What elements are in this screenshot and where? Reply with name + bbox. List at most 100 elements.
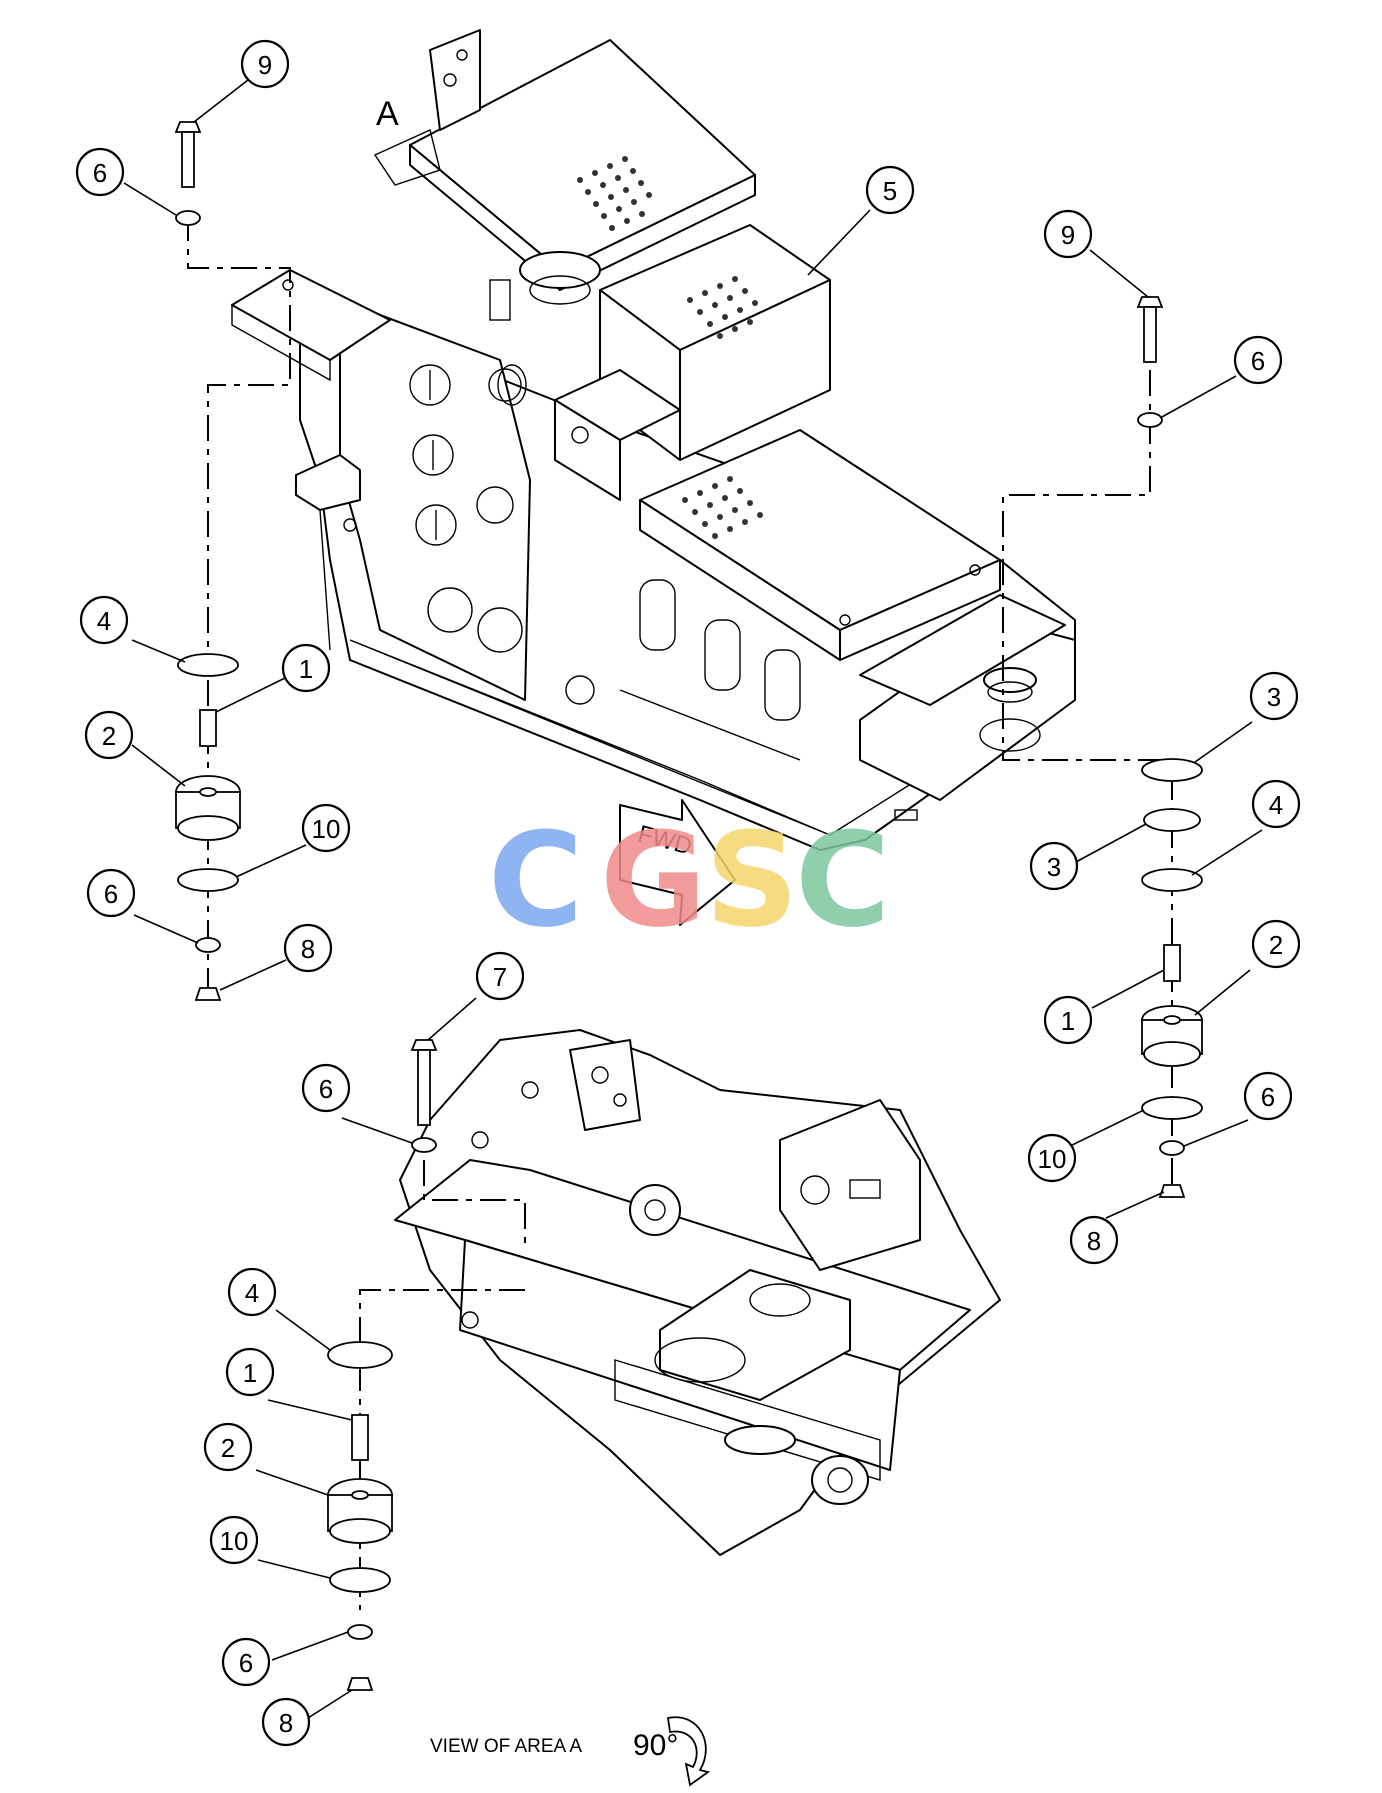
watermark-letter-3: S xyxy=(705,804,799,956)
callout-number: 2 xyxy=(102,721,116,751)
callout-number: 5 xyxy=(883,176,897,206)
callout-number: 8 xyxy=(279,1708,293,1738)
callout-number: 10 xyxy=(220,1526,249,1556)
leader-lines xyxy=(123,79,1263,1719)
callout-10-left: 10 xyxy=(301,803,351,853)
upper-box-c xyxy=(639,429,1001,661)
bolt-top-left xyxy=(174,121,202,188)
callout-circle xyxy=(301,803,351,853)
callout-number: 9 xyxy=(258,50,272,80)
callout-8-right: 8 xyxy=(1069,1215,1119,1265)
callout-number: 6 xyxy=(93,158,107,188)
callout-8-bottom: 8 xyxy=(261,1697,311,1747)
washer-right-10 xyxy=(1141,1096,1203,1120)
callout-3-right-b: 3 xyxy=(1029,841,1079,891)
callout-number: 4 xyxy=(1269,790,1283,820)
area-a-marker: A xyxy=(376,95,399,133)
bolt-right xyxy=(1136,296,1164,363)
callout-number: 9 xyxy=(1061,220,1075,250)
callout-circle xyxy=(1243,1071,1293,1121)
callout-number: 1 xyxy=(1061,1006,1075,1036)
callout-6-top-left: 6 xyxy=(75,147,125,197)
washer-right-3a xyxy=(1141,758,1203,782)
callout-number: 6 xyxy=(239,1648,253,1678)
vent-grille-b xyxy=(687,276,758,339)
rotation-label: 90° xyxy=(633,1729,678,1762)
callout-circle xyxy=(1043,995,1093,1045)
callout-circle xyxy=(86,868,136,918)
spacer-left xyxy=(199,709,217,747)
fasteners xyxy=(174,121,1203,1691)
nut-right xyxy=(1158,1184,1186,1198)
callout-number: 4 xyxy=(97,606,111,636)
callout-number: 8 xyxy=(301,934,315,964)
vent-grille-c xyxy=(682,476,763,539)
washer-right-6 xyxy=(1137,412,1163,428)
callout-number: 2 xyxy=(221,1433,235,1463)
callout-6-right-low: 6 xyxy=(1243,1071,1293,1121)
washer-bottom-6 xyxy=(347,1624,373,1640)
callout-number: 10 xyxy=(312,814,341,844)
rotation-arrow-icon xyxy=(666,1716,711,1787)
callout-6-mid: 6 xyxy=(301,1063,351,1113)
callout-5: 5 xyxy=(865,165,915,215)
callout-4-left: 4 xyxy=(79,595,129,645)
mount-right xyxy=(1141,1005,1203,1067)
callout-circle xyxy=(1069,1215,1119,1265)
washer-left-4 xyxy=(177,653,239,677)
callout-6-bottom: 6 xyxy=(221,1637,271,1687)
callout-number: 6 xyxy=(1261,1082,1275,1112)
callout-number: 2 xyxy=(1269,930,1283,960)
watermark-letter-1: C xyxy=(488,804,583,956)
mount-left xyxy=(175,775,241,841)
callout-circle xyxy=(227,1267,277,1317)
callout-4-bottom: 4 xyxy=(227,1267,277,1317)
washer-bottom-4 xyxy=(327,1341,393,1369)
washer-bottom-10 xyxy=(329,1567,391,1593)
view-caption: VIEW OF AREA A xyxy=(430,1736,582,1757)
callout-circle xyxy=(203,1422,253,1472)
callout-circle xyxy=(1251,779,1301,829)
callout-circle xyxy=(283,923,333,973)
callout-circle xyxy=(261,1697,311,1747)
callout-circle xyxy=(475,951,525,1001)
callout-number: 1 xyxy=(243,1358,257,1388)
callout-circle xyxy=(79,595,129,645)
callout-circle xyxy=(84,710,134,760)
washer-top-left xyxy=(175,210,201,226)
callout-number: 1 xyxy=(299,654,313,684)
washer-right-4 xyxy=(1141,868,1203,892)
callout-6-right: 6 xyxy=(1233,335,1283,385)
callout-8-left: 8 xyxy=(283,923,333,973)
callout-9-right: 9 xyxy=(1043,209,1093,259)
callout-circle xyxy=(1249,671,1299,721)
callout-6-left-low: 6 xyxy=(86,868,136,918)
callout-circle xyxy=(281,643,331,693)
callout-circle xyxy=(1043,209,1093,259)
callout-10-right: 10 xyxy=(1027,1133,1077,1183)
nut-bottom xyxy=(346,1677,374,1691)
callout-circle xyxy=(225,1347,275,1397)
callout-number: 6 xyxy=(1251,346,1265,376)
callout-2-right: 2 xyxy=(1251,919,1301,969)
callout-circle xyxy=(1027,1133,1077,1183)
fwd-arrow: FWD xyxy=(619,799,736,926)
callout-9-top-left: 9 xyxy=(240,39,290,89)
callout-2-bottom: 2 xyxy=(203,1422,253,1472)
washer-left-6 xyxy=(195,937,221,953)
callout-circle xyxy=(1233,335,1283,385)
callout-number: 3 xyxy=(1047,852,1061,882)
watermark-letter-2: G xyxy=(600,804,707,956)
bolt-view-a xyxy=(410,1039,438,1126)
washer-right-3b xyxy=(1143,808,1201,832)
callout-circle xyxy=(1251,919,1301,969)
callout-number: 10 xyxy=(1038,1144,1067,1174)
callout-number: 3 xyxy=(1267,682,1281,712)
callout-1-left: 1 xyxy=(281,643,331,693)
callout-circle xyxy=(1029,841,1079,891)
callout-circle xyxy=(301,1063,351,1113)
callout-number: 8 xyxy=(1087,1226,1101,1256)
callout-number: 4 xyxy=(245,1278,259,1308)
